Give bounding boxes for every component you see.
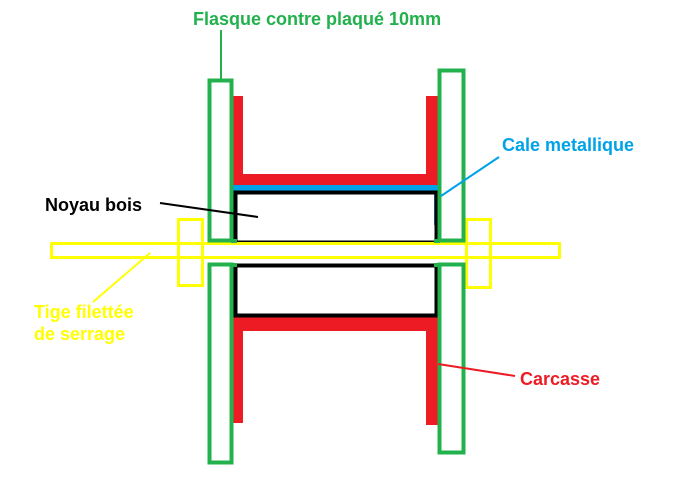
carcasse-top-bar — [231, 174, 438, 186]
flasque-right-upper — [437, 68, 466, 243]
label-tige: Tige filettée de serrage — [34, 301, 134, 345]
flasque-left-upper — [207, 78, 234, 243]
carcasse-bottom-right-wall — [426, 317, 440, 425]
flasque-right-lower — [437, 262, 466, 455]
label-noyau: Noyau bois — [45, 195, 143, 215]
label-tige-line1: Tige filettée — [34, 302, 134, 322]
tige-right-nut — [465, 218, 492, 289]
label-flasque: Flasque contre plaqué 10mm — [193, 9, 442, 29]
carcasse-part — [231, 96, 441, 425]
noyau-lower-block — [233, 263, 439, 318]
label-tige-line2: de serrage — [34, 324, 126, 344]
leader-carcasse — [437, 363, 516, 377]
cale-top-strip — [233, 185, 438, 191]
flasque-left-lower — [207, 262, 234, 465]
tige-rod — [50, 242, 561, 259]
label-cale: Cale metallique — [502, 135, 635, 155]
leader-noyau — [159, 202, 259, 218]
carcasse-bottom-left-wall — [231, 317, 243, 423]
carcasse-top-left-wall — [231, 96, 243, 186]
flasque-part — [207, 68, 466, 465]
tige-left-nut — [177, 218, 204, 287]
label-carcasse: Carcasse — [520, 369, 601, 389]
leader-tige — [92, 252, 151, 303]
carcasse-bottom-bar — [231, 317, 441, 331]
carcasse-top-right-wall — [426, 96, 438, 186]
leader-cale — [440, 156, 500, 197]
tige-filettee-part — [50, 218, 561, 289]
noyau-upper-block — [233, 190, 439, 245]
noyau-bois-part — [233, 190, 439, 318]
